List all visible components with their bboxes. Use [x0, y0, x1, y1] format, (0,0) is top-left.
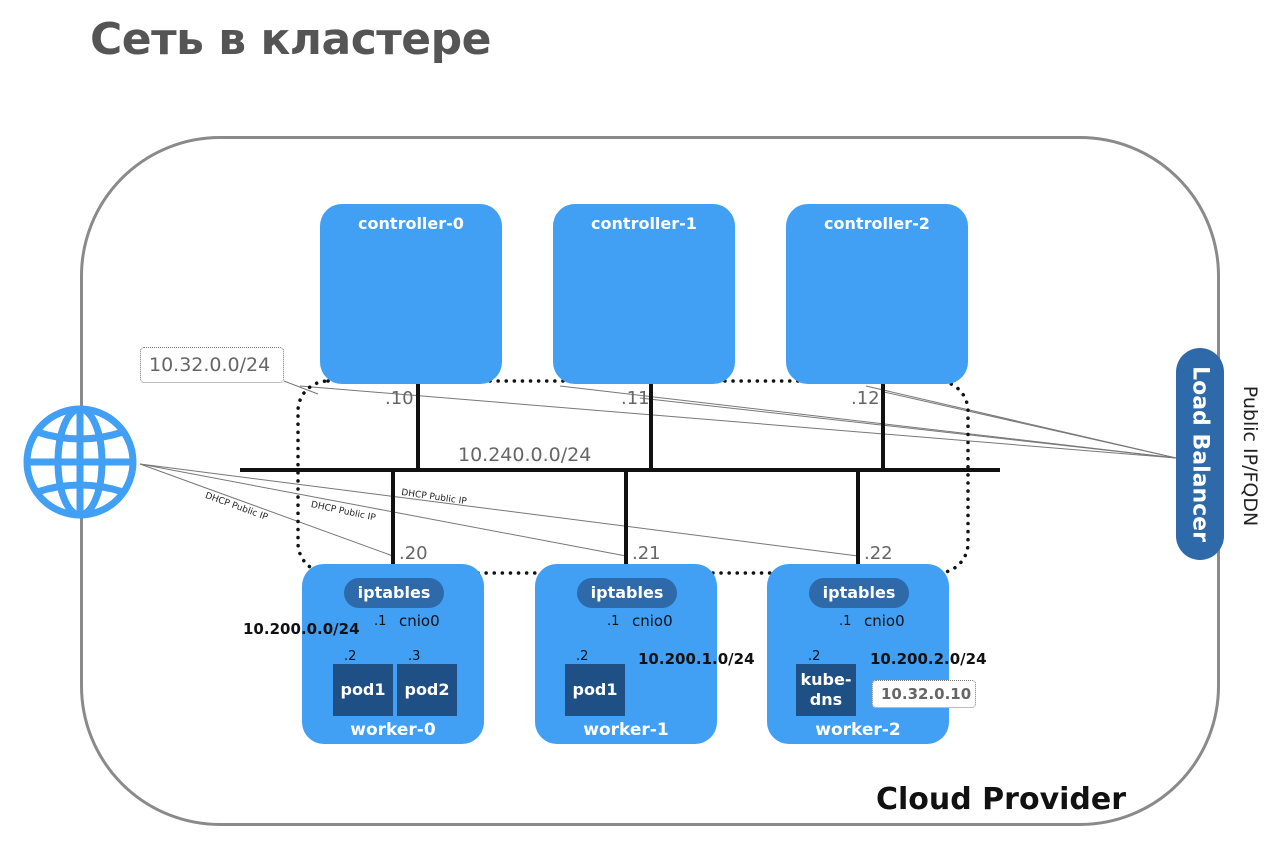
iptables-badge: iptables: [577, 578, 677, 608]
controller-name: controller-1: [591, 214, 697, 233]
globe-icon: [23, 405, 137, 519]
service-cidr-callout: 10.32.0.0/24: [140, 347, 284, 383]
worker-name: worker-0: [350, 720, 436, 740]
worker-ip-suffix: .20: [399, 543, 428, 564]
worker-node-0[interactable]: iptables pod1 pod2 worker-0: [302, 564, 484, 744]
pod-ip: .2: [576, 649, 589, 664]
worker-ip-suffix: .22: [864, 543, 893, 564]
bridge-ip: .1: [607, 614, 620, 629]
pod-ip: .2: [808, 649, 821, 664]
page-title: Сеть в кластере: [90, 14, 491, 65]
pod-cidr: 10.200.2.0/24: [870, 650, 987, 668]
controller-ip-suffix: .11: [621, 388, 650, 409]
controller-node-0[interactable]: controller-0: [320, 204, 502, 384]
bridge-ip: .1: [374, 614, 387, 629]
controller-drops: [416, 384, 885, 470]
internet-links: [139, 463, 859, 557]
pod-box[interactable]: pod1: [333, 664, 393, 716]
iptables-badge: iptables: [809, 578, 909, 608]
pod-ip: .2: [344, 649, 357, 664]
worker-ip-suffix: .21: [632, 543, 661, 564]
load-balancer-label: Load Balancer: [1187, 366, 1213, 542]
controller-ip-suffix: .12: [851, 388, 880, 409]
bridge-name: cnio0: [864, 612, 905, 630]
bridge-name: cnio0: [632, 612, 673, 630]
load-balancer-links: [299, 385, 1177, 459]
iptables-badge: iptables: [344, 578, 444, 608]
worker-node-1[interactable]: iptables pod1 worker-1: [535, 564, 717, 744]
service-cidr-leader: [283, 380, 319, 395]
worker-drops: [391, 470, 860, 564]
bridge-name: cnio0: [399, 612, 440, 630]
kube-dns-ip-callout: 10.32.0.10: [872, 680, 976, 708]
controller-node-2[interactable]: controller-2: [786, 204, 968, 384]
controller-name: controller-0: [358, 214, 464, 233]
cluster-network-label: 10.240.0.0/24: [458, 444, 592, 466]
controller-name: controller-2: [824, 214, 930, 233]
worker-name: worker-1: [583, 720, 669, 740]
load-balancer[interactable]: Load Balancer: [1176, 348, 1224, 560]
worker-node-2[interactable]: iptables kube- dns worker-2: [767, 564, 949, 744]
worker-name: worker-2: [815, 720, 901, 740]
pod-cidr: 10.200.0.0/24: [243, 620, 360, 638]
kube-dns-pod[interactable]: kube- dns: [796, 664, 856, 716]
public-ip-label: Public IP/FQDN: [1239, 385, 1261, 527]
cloud-provider-label: Cloud Provider: [876, 782, 1127, 817]
pod-ip: .3: [408, 649, 421, 664]
pod-box[interactable]: pod2: [397, 664, 457, 716]
pod-cidr: 10.200.1.0/24: [638, 650, 755, 668]
controller-ip-suffix: .10: [385, 388, 414, 409]
pod-box[interactable]: pod1: [565, 664, 625, 716]
bridge-ip: .1: [839, 614, 852, 629]
controller-node-1[interactable]: controller-1: [553, 204, 735, 384]
